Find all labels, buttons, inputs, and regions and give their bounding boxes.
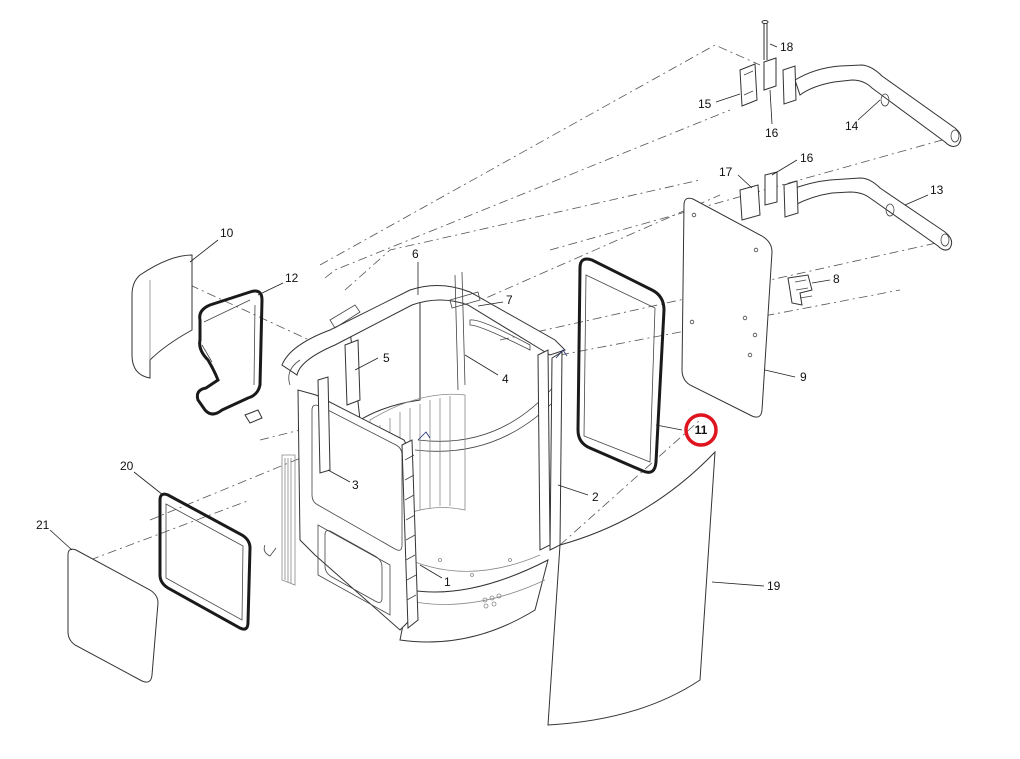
callout-6: 6 — [412, 247, 419, 261]
callout-15: 15 — [698, 97, 712, 111]
seal-11 — [576, 257, 666, 474]
callout-2: 2 — [592, 490, 599, 504]
callout-3: 3 — [352, 478, 359, 492]
rail-14 — [794, 64, 962, 147]
glass-21 — [67, 548, 159, 683]
callout-19: 19 — [767, 579, 781, 593]
callout-16-lower: 16 — [800, 151, 814, 165]
callout-4: 4 — [502, 372, 509, 386]
seal-20 — [158, 492, 252, 631]
callout-13: 13 — [930, 183, 944, 197]
leader-lines — [49, 43, 929, 587]
highlight-ring — [684, 413, 718, 447]
curved-glass-19 — [547, 450, 716, 726]
seal-12 — [195, 289, 264, 416]
callout-18: 18 — [780, 40, 794, 54]
door-panel-holes — [689, 212, 759, 358]
callout-17: 17 — [719, 165, 733, 179]
callout-7: 7 — [506, 293, 513, 307]
rail-13 — [789, 177, 953, 251]
callout-11: 11 — [695, 423, 708, 437]
callout-10: 10 — [220, 226, 234, 240]
cab-frame — [263, 271, 568, 643]
callout-8: 8 — [833, 272, 840, 286]
hinge-upper — [739, 20, 797, 107]
corner-panel-10 — [131, 254, 193, 379]
callouts: 1 2 3 4 5 6 7 8 9 10 12 13 14 15 16 16 1… — [36, 40, 944, 593]
callout-11-highlighted: 11 — [684, 413, 718, 447]
callout-1: 1 — [444, 575, 451, 589]
callout-5: 5 — [383, 351, 390, 365]
callout-20: 20 — [120, 459, 134, 473]
callout-9: 9 — [800, 370, 807, 384]
hinge-lower — [739, 171, 799, 221]
bracket-small — [244, 409, 263, 424]
callout-16-upper: 16 — [765, 126, 779, 140]
callout-14: 14 — [845, 119, 859, 133]
latch-8 — [787, 274, 813, 306]
callout-12: 12 — [285, 271, 299, 285]
callout-21: 21 — [36, 518, 50, 532]
door-panel-9 — [681, 197, 773, 418]
